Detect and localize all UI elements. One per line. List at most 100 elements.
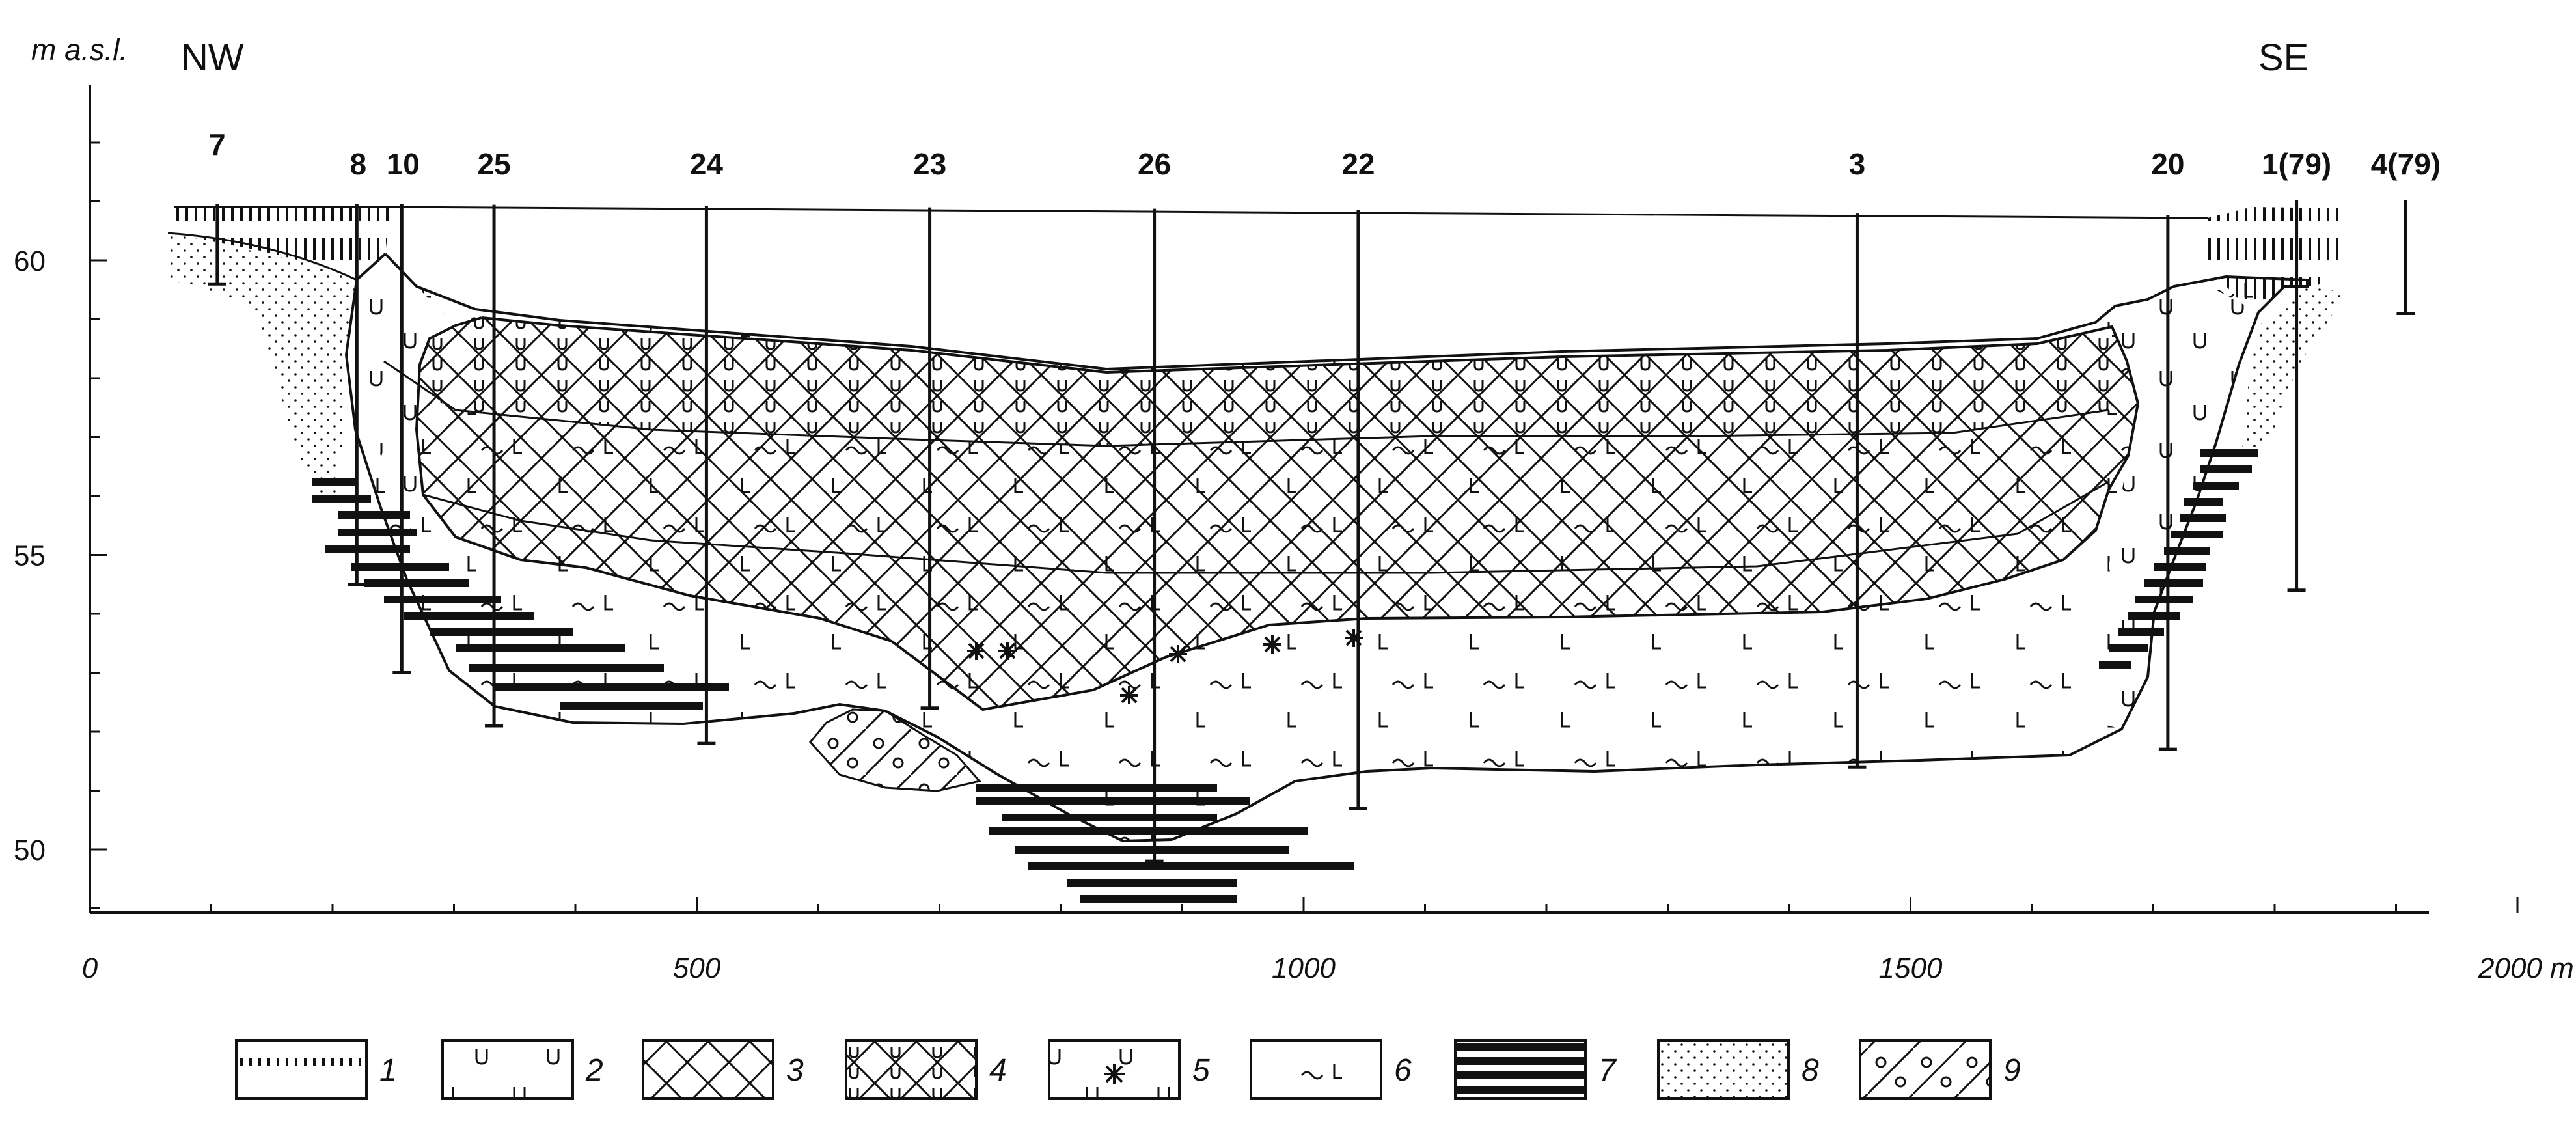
legend-item-1: 1 (235, 1039, 397, 1100)
legend-swatch-fill (846, 1040, 976, 1099)
peat-internal-contact-1 (383, 360, 2109, 447)
se-sand-dots (2242, 286, 2343, 449)
legend-item-2: 2 (441, 1039, 603, 1100)
legend-swatch-border (1859, 1039, 1992, 1100)
legend-item-3: 3 (642, 1039, 804, 1100)
se-direction: SE (2258, 36, 2309, 79)
borehole-label: 23 (913, 147, 946, 181)
legend-swatch-border (1048, 1039, 1181, 1100)
se-vertical-hatch-layer (2208, 207, 2343, 312)
legend-band (1455, 1057, 1585, 1065)
sand-band (430, 628, 573, 636)
sand-band (325, 545, 410, 553)
star-marker (1120, 686, 1138, 704)
sand-band (456, 644, 625, 652)
legend-swatch-border (1657, 1039, 1790, 1100)
star-marker (967, 642, 985, 660)
x-tick-label: 2000 m (2478, 952, 2574, 984)
y-unit-label: m a.s.l. (31, 33, 128, 66)
borehole-label: 24 (690, 147, 724, 181)
legend-swatch-fill (443, 1040, 573, 1099)
y-tick-label: 60 (14, 245, 46, 277)
x-tick-label: 1000 (1272, 952, 1336, 984)
borehole-label: 3 (1849, 147, 1866, 181)
sand-band (1067, 879, 1237, 887)
sand-band (2109, 644, 2148, 652)
sand-band (2180, 514, 2226, 522)
sand-band (338, 511, 410, 519)
legend-band (1455, 1086, 1585, 1094)
borehole-label: 10 (387, 147, 420, 181)
legend-swatch-border (1250, 1039, 1382, 1100)
legend-item-9: 9 (1859, 1039, 2021, 1100)
sand-band (2171, 531, 2223, 538)
lacustrine-base-line (689, 529, 2097, 711)
x-tick-label: 500 (673, 952, 721, 984)
sand-band (312, 478, 358, 486)
sand-band (338, 529, 417, 536)
sand-band (312, 495, 371, 503)
x-tick-label: 0 (82, 952, 98, 984)
legend-item-4: 4 (845, 1039, 1007, 1100)
borehole-label: 26 (1138, 147, 1171, 181)
legend-item-6: 6 (1250, 1039, 1412, 1100)
sand-band (1028, 862, 1354, 870)
gravel-lens-pattern (810, 710, 980, 791)
legend-swatch-border (235, 1039, 368, 1100)
legend-number: 2 (585, 1053, 603, 1088)
sand-band (2144, 579, 2203, 587)
sand-band (560, 702, 703, 710)
legend-item-7: 7 (1454, 1039, 1617, 1100)
sand-band (495, 683, 729, 691)
star-marker (1263, 635, 1281, 654)
sand-band (1080, 895, 1237, 903)
nw-direction: NW (181, 36, 244, 79)
legend-band (1455, 1043, 1585, 1051)
borehole-label: 1(79) (2262, 147, 2331, 181)
sand-band (976, 784, 1217, 792)
legend-number: 3 (786, 1053, 804, 1088)
legend-swatch-fill (1860, 1040, 1990, 1099)
legend-swatch-fill (1251, 1040, 1381, 1099)
sand-band (364, 579, 469, 587)
sand-band (1002, 814, 1217, 821)
legend-item-5: 5 (1048, 1039, 1210, 1100)
legend-number: 6 (1394, 1053, 1412, 1088)
basin-outline (344, 253, 2309, 843)
legend-number: 1 (379, 1053, 397, 1088)
sand-band (2200, 465, 2252, 473)
legend-swatch-border (1454, 1039, 1587, 1100)
surface-line (390, 206, 2208, 219)
sand-band (976, 797, 1250, 805)
nw-vertical-hatch-layer (174, 207, 391, 280)
sand-band (384, 596, 501, 603)
legend-item-8: 8 (1657, 1039, 1819, 1100)
section-body (167, 206, 2343, 903)
legend-number: 5 (1192, 1053, 1210, 1088)
star-marker (1169, 645, 1187, 663)
legend-swatch-border (642, 1039, 774, 1100)
peat-internal-contact-2 (422, 480, 2109, 574)
sand-band (469, 664, 664, 672)
legend-number: 4 (989, 1053, 1007, 1088)
borehole-label: 20 (2151, 147, 2184, 181)
borehole-label: 8 (350, 147, 367, 181)
y-tick-label: 50 (14, 835, 46, 866)
nw-till-contact (167, 232, 357, 281)
sand-band (2184, 498, 2223, 506)
sand-band (404, 612, 534, 620)
star-marker (1345, 629, 1363, 647)
sand-band (2200, 449, 2258, 457)
legend-number: 9 (2003, 1053, 2021, 1088)
sand-band (2128, 612, 2180, 620)
nw-gyttja-wedge-fill (355, 254, 456, 495)
sand-band (1015, 846, 1289, 854)
x-tick-label: 1500 (1879, 952, 1943, 984)
sand-band (2193, 482, 2239, 490)
sand-band (2164, 547, 2210, 555)
